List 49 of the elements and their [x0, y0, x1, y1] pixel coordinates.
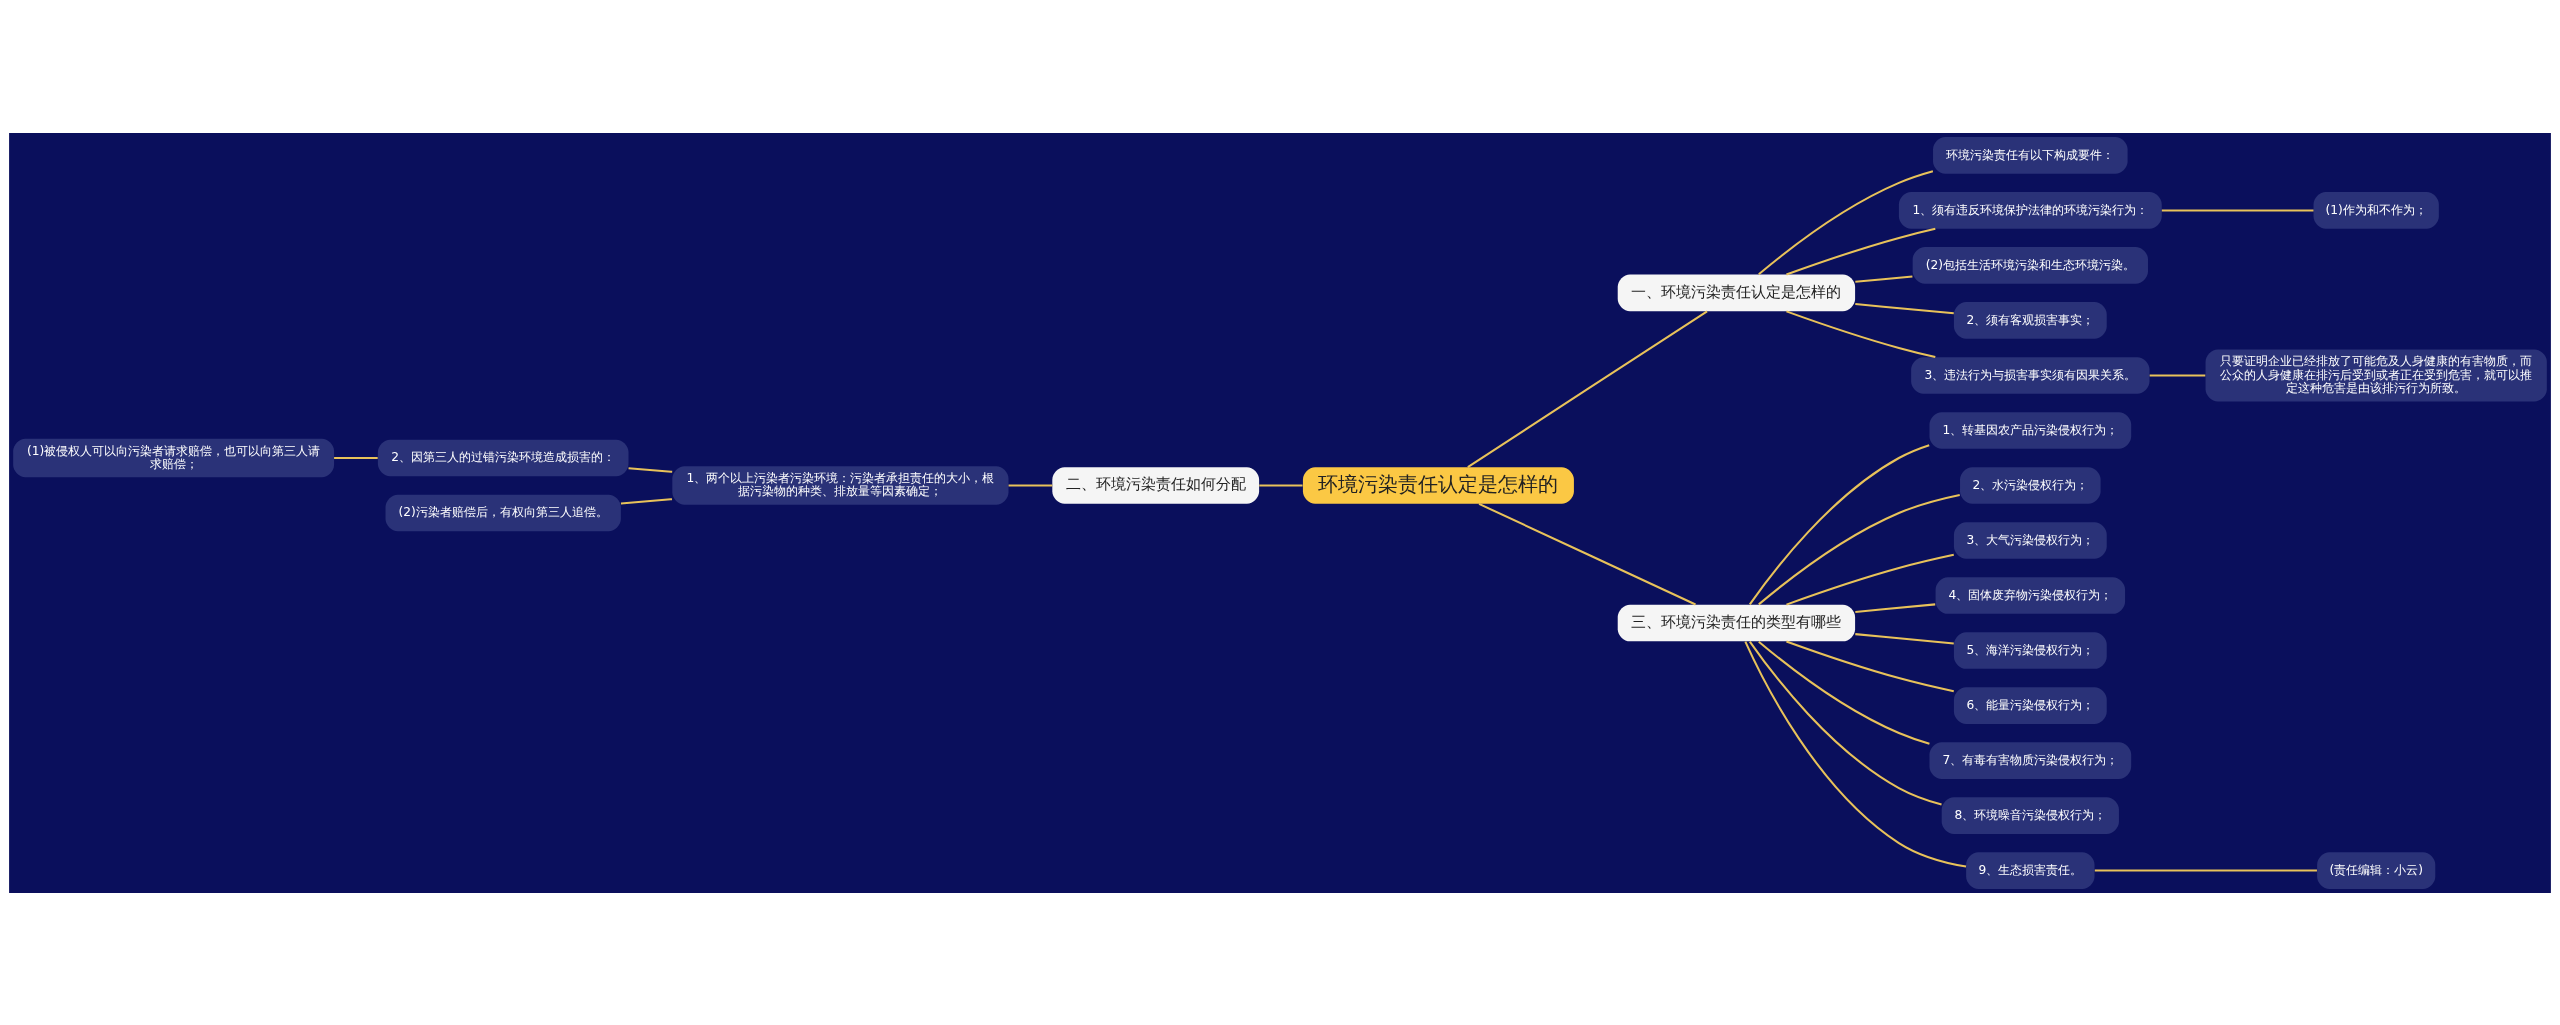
node-box: 1、转基因农产品污染侵权行为； — [1929, 411, 2132, 449]
connector — [1748, 640, 1942, 805]
node-box: 环境污染责任有以下构成要件： — [1933, 136, 2128, 174]
connector — [1008, 483, 1053, 486]
node-box: 1、两个以上污染者污染环境：污染者承担责任的大小，根据污染物的种类、排放量等因素确定； — [672, 465, 1009, 505]
node-box: 7、有毒有害物质污染侵权行为； — [1929, 741, 2132, 779]
node-box: (责任编辑：小云) — [2317, 851, 2436, 889]
node-box: 1、须有违反环境保护法律的环境污染行为： — [1898, 191, 2162, 229]
connector — [1855, 632, 1954, 644]
node-box: (1)被侵权人可以向污染者请求赔偿，也可以向第三人请求赔偿； — [13, 438, 335, 477]
node-box: 4、固体废弃物污染侵权行为； — [1935, 576, 2126, 614]
connector — [1758, 493, 1960, 605]
node-box: 二、环境污染责任如何分配 — [1052, 466, 1260, 504]
connector — [2094, 869, 2317, 872]
connector — [1758, 169, 1934, 275]
node-box: (2)污染者赔偿后，有权向第三人追偿。 — [385, 494, 621, 531]
connector — [1855, 302, 1954, 314]
connector — [1744, 640, 1967, 868]
connector — [2149, 373, 2206, 376]
node-box: 6、能量污染侵权行为； — [1953, 686, 2107, 724]
connector — [334, 456, 378, 459]
connector — [1786, 553, 1954, 606]
connector — [1749, 443, 1930, 605]
connector — [1758, 640, 1930, 745]
node-box: 一、环境污染责任认定是怎样的 — [1617, 274, 1856, 311]
node-box: (1)作为和不作为； — [2313, 191, 2439, 229]
connector — [1467, 310, 1708, 468]
node-box: 2、因第三人的过错污染环境造成损害的： — [377, 439, 629, 476]
connector — [2161, 208, 2314, 211]
node-box: 2、须有客观损害事实； — [1953, 301, 2107, 339]
connector — [1786, 227, 1936, 275]
node-box: 环境污染责任认定是怎样的 — [1302, 466, 1574, 504]
connector — [1786, 309, 1936, 358]
node-box: 只要证明企业已经排放了可能危及人身健康的有害物质，而公众的人身健康在排污后受到或者正在受到危害，就可以推定这种危害是由该排污行为所致。 — [2205, 349, 2547, 401]
node-box: 3、违法行为与损害事实须有因果关系。 — [1911, 356, 2150, 394]
node-box: 三、环境污染责任的类型有哪些 — [1617, 604, 1856, 641]
connector — [620, 497, 673, 504]
node-box: 3、大气污染侵权行为； — [1953, 521, 2107, 559]
connector — [628, 466, 673, 473]
connector — [1855, 602, 1936, 613]
node-box: 2、水污染侵权行为； — [1960, 466, 2101, 504]
connector — [1478, 502, 1696, 605]
connector — [1259, 483, 1303, 486]
connector — [1786, 639, 1954, 692]
node-box: 9、生态损害责任。 — [1966, 851, 2095, 889]
node-box: 8、环境噪音污染侵权行为； — [1941, 796, 2119, 834]
connector — [1855, 274, 1913, 283]
node-box: 5、海洋污染侵权行为； — [1953, 631, 2107, 669]
node-box: (2)包括生活环境污染和生态环境污染。 — [1912, 246, 2148, 284]
